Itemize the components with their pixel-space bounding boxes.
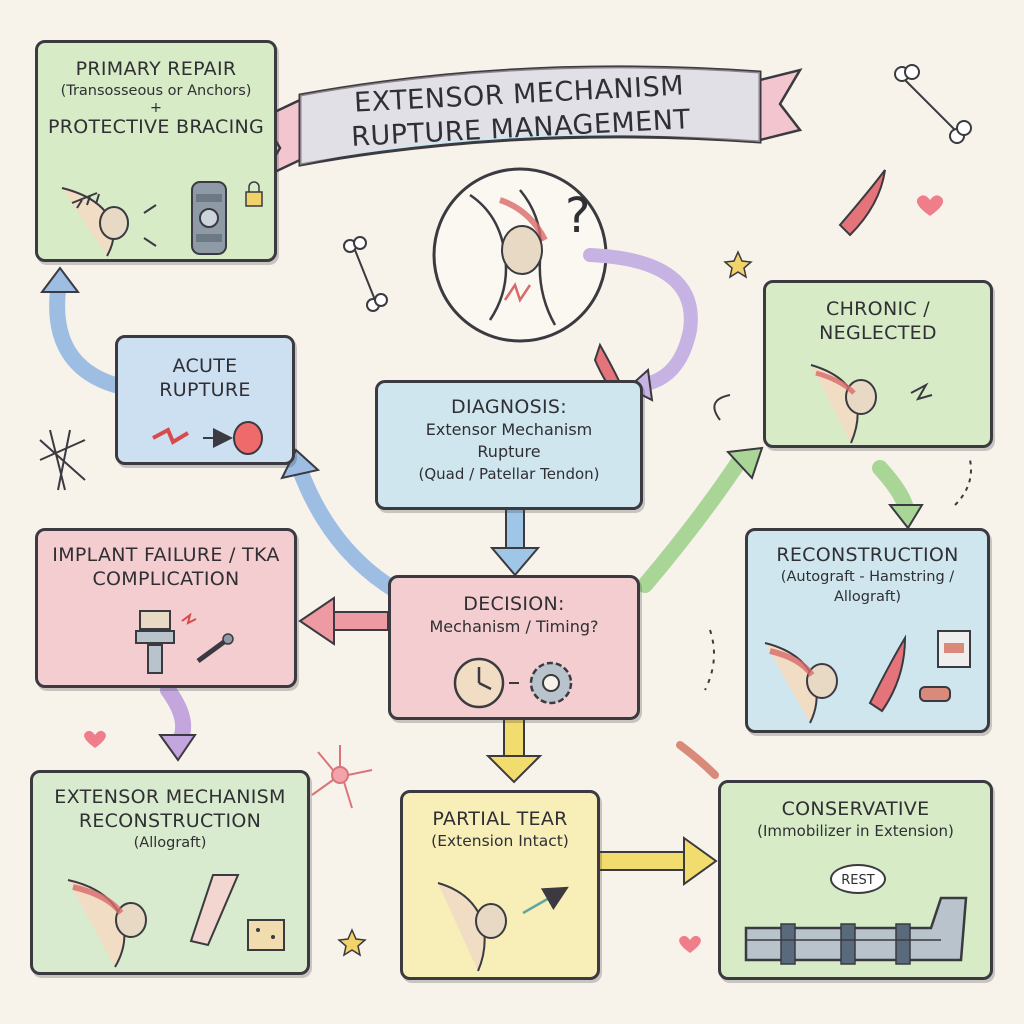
screw-icon	[196, 633, 234, 664]
reconstruction-line2: Allograft)	[833, 589, 902, 605]
knee-icon	[67, 879, 147, 968]
star-icon	[723, 250, 753, 279]
knee-brace-art	[61, 181, 263, 257]
box-acute-rupture: ACUTE RUPTURE	[115, 335, 295, 465]
acute-art	[152, 421, 263, 455]
em-reconstruction-art	[67, 874, 285, 968]
partial-art	[437, 882, 569, 972]
box-implant-failure: IMPLANT FAILURE / TKA COMPLICATION	[35, 528, 297, 688]
box-partial-tear: PARTIAL TEAR (Extension Intact)	[400, 790, 600, 980]
conservative-title: CONSERVATIVE	[781, 798, 930, 820]
knee-icon	[437, 882, 507, 972]
clock-icon	[453, 657, 505, 709]
knee-icon	[61, 187, 129, 257]
chronic-art	[810, 364, 933, 444]
primary-repair-title2: PROTECTIVE BRACING	[47, 116, 265, 138]
conservative-subtitle: (Immobilizer in Extension)	[757, 822, 954, 840]
box-diagnosis: DIAGNOSIS: Extensor Mechanism Rupture (Q…	[375, 380, 643, 510]
partial-subtitle: (Extension Intact)	[431, 832, 569, 850]
heart-icon	[679, 935, 701, 953]
brace-icon	[191, 181, 227, 255]
primary-repair-subtitle: (Transosseous or Anchors)	[60, 83, 252, 99]
tendon-icon	[868, 634, 907, 713]
box-reconstruction: RECONSTRUCTION (Autograft - Hamstring / …	[745, 528, 990, 733]
decision-art	[453, 657, 573, 709]
neuron-doodle	[311, 745, 373, 809]
knee-icon	[764, 642, 838, 724]
decision-title: DECISION:	[463, 593, 565, 615]
decision-subtitle: Mechanism / Timing?	[429, 617, 599, 636]
arrow-acute-to-primary	[49, 282, 123, 393]
diagnosis-line2: Rupture	[477, 442, 541, 461]
rest-speech-bubble: REST	[830, 864, 886, 894]
partial-title: PARTIAL TEAR	[432, 808, 568, 830]
rest-bubble-text: REST	[841, 873, 875, 888]
heart-icon	[916, 195, 944, 216]
arrow-circle-to-diagnosis	[583, 248, 698, 392]
arrow-decision-to-partial	[485, 755, 543, 784]
diagnosis-line3: (Quad / Patellar Tendon)	[418, 465, 600, 483]
gear-icon	[529, 661, 573, 705]
arrow-decision-to-acute	[292, 462, 403, 598]
reconstruction-art	[764, 630, 971, 724]
reconstruction-title: RECONSTRUCTION	[776, 544, 959, 566]
bone-icon	[343, 236, 388, 312]
diagnosis-title: DIAGNOSIS:	[451, 396, 567, 418]
reconstruction-line1: (Autograft - Hamstring /	[780, 569, 955, 585]
immobilizer-art	[744, 896, 968, 965]
primary-repair-title: PRIMARY REPAIR	[75, 58, 237, 80]
primary-repair-connector: +	[149, 100, 163, 116]
question-icon: ?	[565, 188, 590, 244]
decorations	[39, 64, 972, 691]
chronic-title: CHRONIC / NEGLECTED	[819, 298, 937, 344]
implant-title: IMPLANT FAILURE / TKA COMPLICATION	[52, 544, 280, 590]
diagnosis-circle: ?	[432, 167, 608, 343]
em-reconstruction-subtitle: (Allograft)	[133, 835, 207, 851]
tendon-icon	[838, 169, 886, 237]
bone-icon	[919, 686, 951, 702]
box-em-reconstruction: EXTENSOR MECHANISM RECONSTRUCTION (Allog…	[30, 770, 310, 975]
acute-title: ACUTE RUPTURE	[159, 355, 251, 401]
graft-pack-icon	[937, 630, 971, 668]
box-chronic: CHRONIC / NEGLECTED	[763, 280, 993, 448]
heart-icon	[84, 730, 106, 748]
star-icon	[337, 928, 367, 957]
knee-icon	[810, 364, 877, 444]
box-conservative: CONSERVATIVE (Immobilizer in Extension)	[718, 780, 993, 980]
box-primary-repair: PRIMARY REPAIR (Transosseous or Anchors)…	[35, 40, 277, 262]
allograft-icon	[189, 874, 240, 947]
title-banner	[258, 65, 803, 181]
box-decision: DECISION: Mechanism / Timing?	[388, 575, 640, 720]
lock-icon	[245, 181, 263, 207]
em-reconstruction-title1: EXTENSOR MECHANISM	[54, 786, 286, 808]
immobilizer-icon	[744, 896, 968, 965]
hatch-doodle	[39, 429, 86, 491]
arrow-diagnosis-to-decision	[489, 547, 541, 577]
arrow-decision-to-implant	[298, 596, 335, 646]
em-reconstruction-title2: RECONSTRUCTION	[78, 810, 262, 832]
arrow-implant-to-emrecon	[160, 682, 191, 748]
arrow-partial-to-conservative	[683, 836, 718, 886]
implant-art	[135, 610, 234, 674]
bone-block-icon	[247, 919, 285, 951]
arrow-decision-to-chronic	[637, 452, 748, 593]
bone-icon	[894, 64, 972, 144]
arrow-chronic-to-reconstruction	[872, 460, 913, 513]
tendon-icon	[676, 741, 719, 779]
diagnosis-line1: Extensor Mechanism	[425, 420, 593, 439]
implant-icon	[135, 610, 175, 674]
